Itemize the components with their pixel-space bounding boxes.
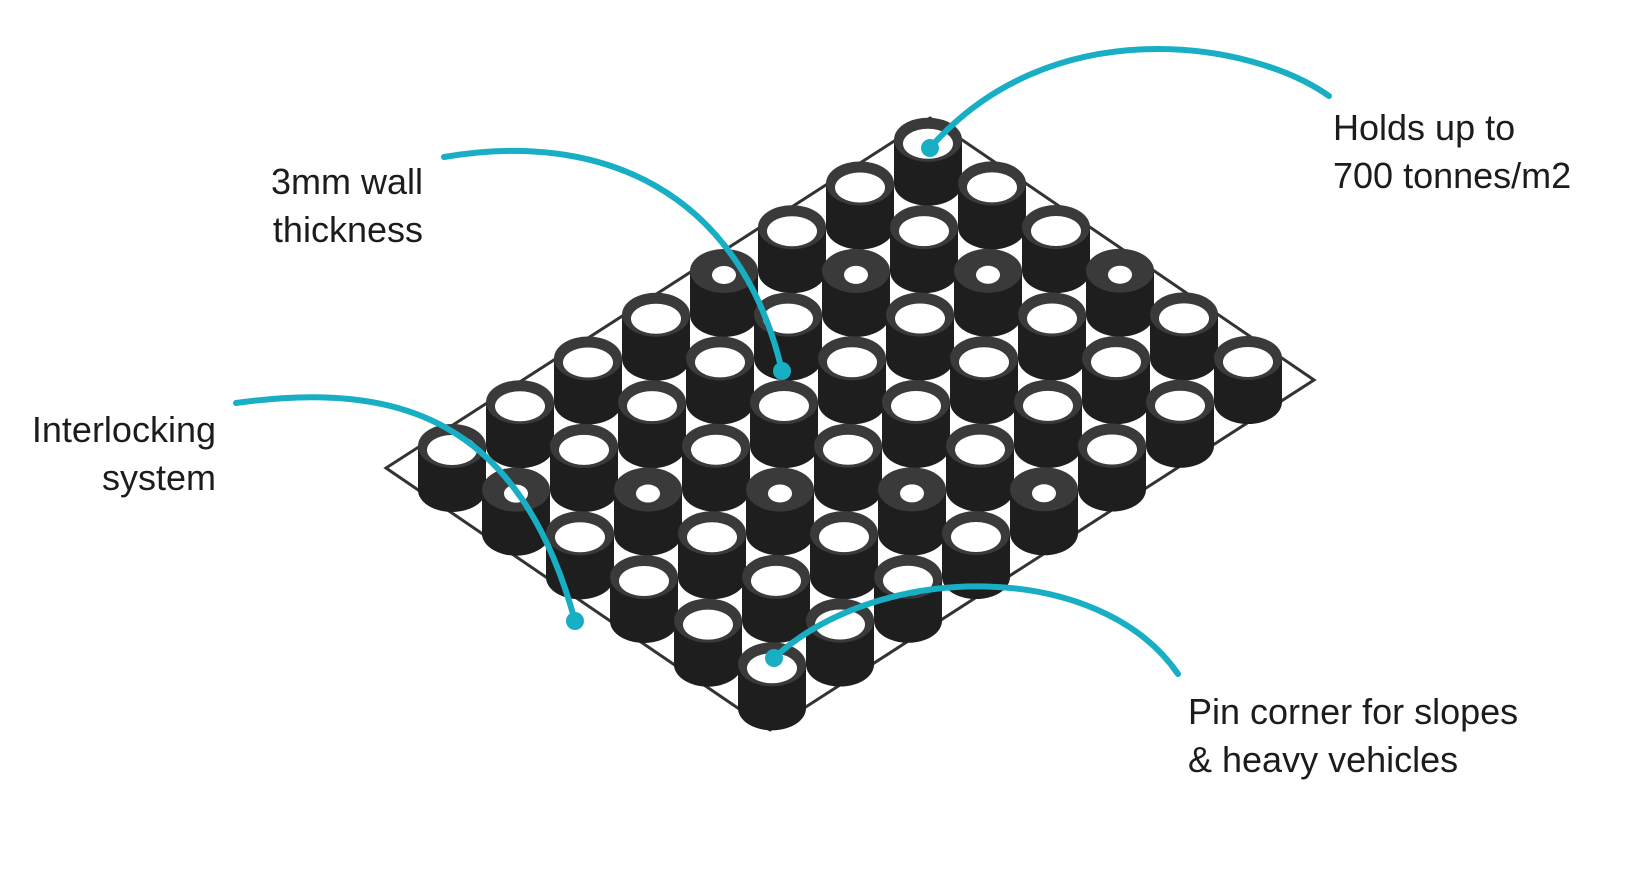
callout-interlock-line1: Interlocking [31,409,216,450]
paver-cell [758,205,826,294]
leader-wall [441,147,785,374]
paver-cell [826,161,894,250]
paver-cell [746,467,814,556]
paver-cell [950,336,1018,425]
paver-cell [674,598,742,687]
paver-cell [682,423,750,512]
leader-dot-interlock [566,612,584,630]
paver-cell [1082,336,1150,425]
paver-cell [810,511,878,600]
paver-cell [822,248,890,337]
callout-load: Holds up to 700 tonnes/m2 [1333,104,1571,200]
paver-cell [486,380,554,469]
paver-cell [1146,379,1214,468]
paver-cell [806,598,874,687]
callout-load-line1: Holds up to [1333,107,1516,148]
paver-cell [686,336,754,425]
leader-dot-pin [765,649,783,667]
paver-cell [554,336,622,425]
paver-cell [418,423,486,512]
callout-wall-line2: thickness [272,209,423,250]
callout-pin: Pin corner for slopes & heavy vehicles [1188,688,1518,784]
callout-interlock-line2: system [101,457,216,498]
paver-cell [886,292,954,381]
paver-cell [814,423,882,512]
leader-dot-load [921,139,939,157]
leader-pin [771,583,1181,677]
callout-pin-line2: & heavy vehicles [1188,739,1459,780]
callout-pin-line1: Pin corner for slopes [1188,691,1519,732]
paver-cell [678,511,746,600]
paver-cell [1214,336,1282,425]
leader-dot-wall [773,362,791,380]
paver-cell [550,423,618,512]
paver-cell [1010,467,1078,556]
paver-cell [942,511,1010,600]
paver-cell [818,336,886,425]
leader-load [927,46,1332,151]
paver-cell [742,554,810,643]
paver-cell [622,292,690,381]
paver-cell [750,380,818,469]
paver-cell [1022,205,1090,294]
leader-interlock [233,394,578,624]
paver-cell [1078,423,1146,512]
callout-wall: 3mm wall thickness [271,158,423,254]
paver-cell [1014,379,1082,468]
paver-cell [1018,292,1086,381]
paver-cell [610,554,678,643]
paver-cell [618,380,686,469]
paver-cell [882,379,950,468]
paver-cell [890,205,958,294]
paver-cell [878,467,946,556]
paver-cell [954,248,1022,337]
paver-cell [958,161,1026,250]
callout-interlock: Interlocking system [32,406,216,502]
paver-cell [1086,248,1154,337]
callout-wall-line1: 3mm wall [270,161,423,202]
paver-cell [1150,292,1218,381]
paver-cell [946,423,1014,512]
callout-load-line2: 700 tonnes/m2 [1333,155,1572,196]
paver-cell [614,467,682,556]
